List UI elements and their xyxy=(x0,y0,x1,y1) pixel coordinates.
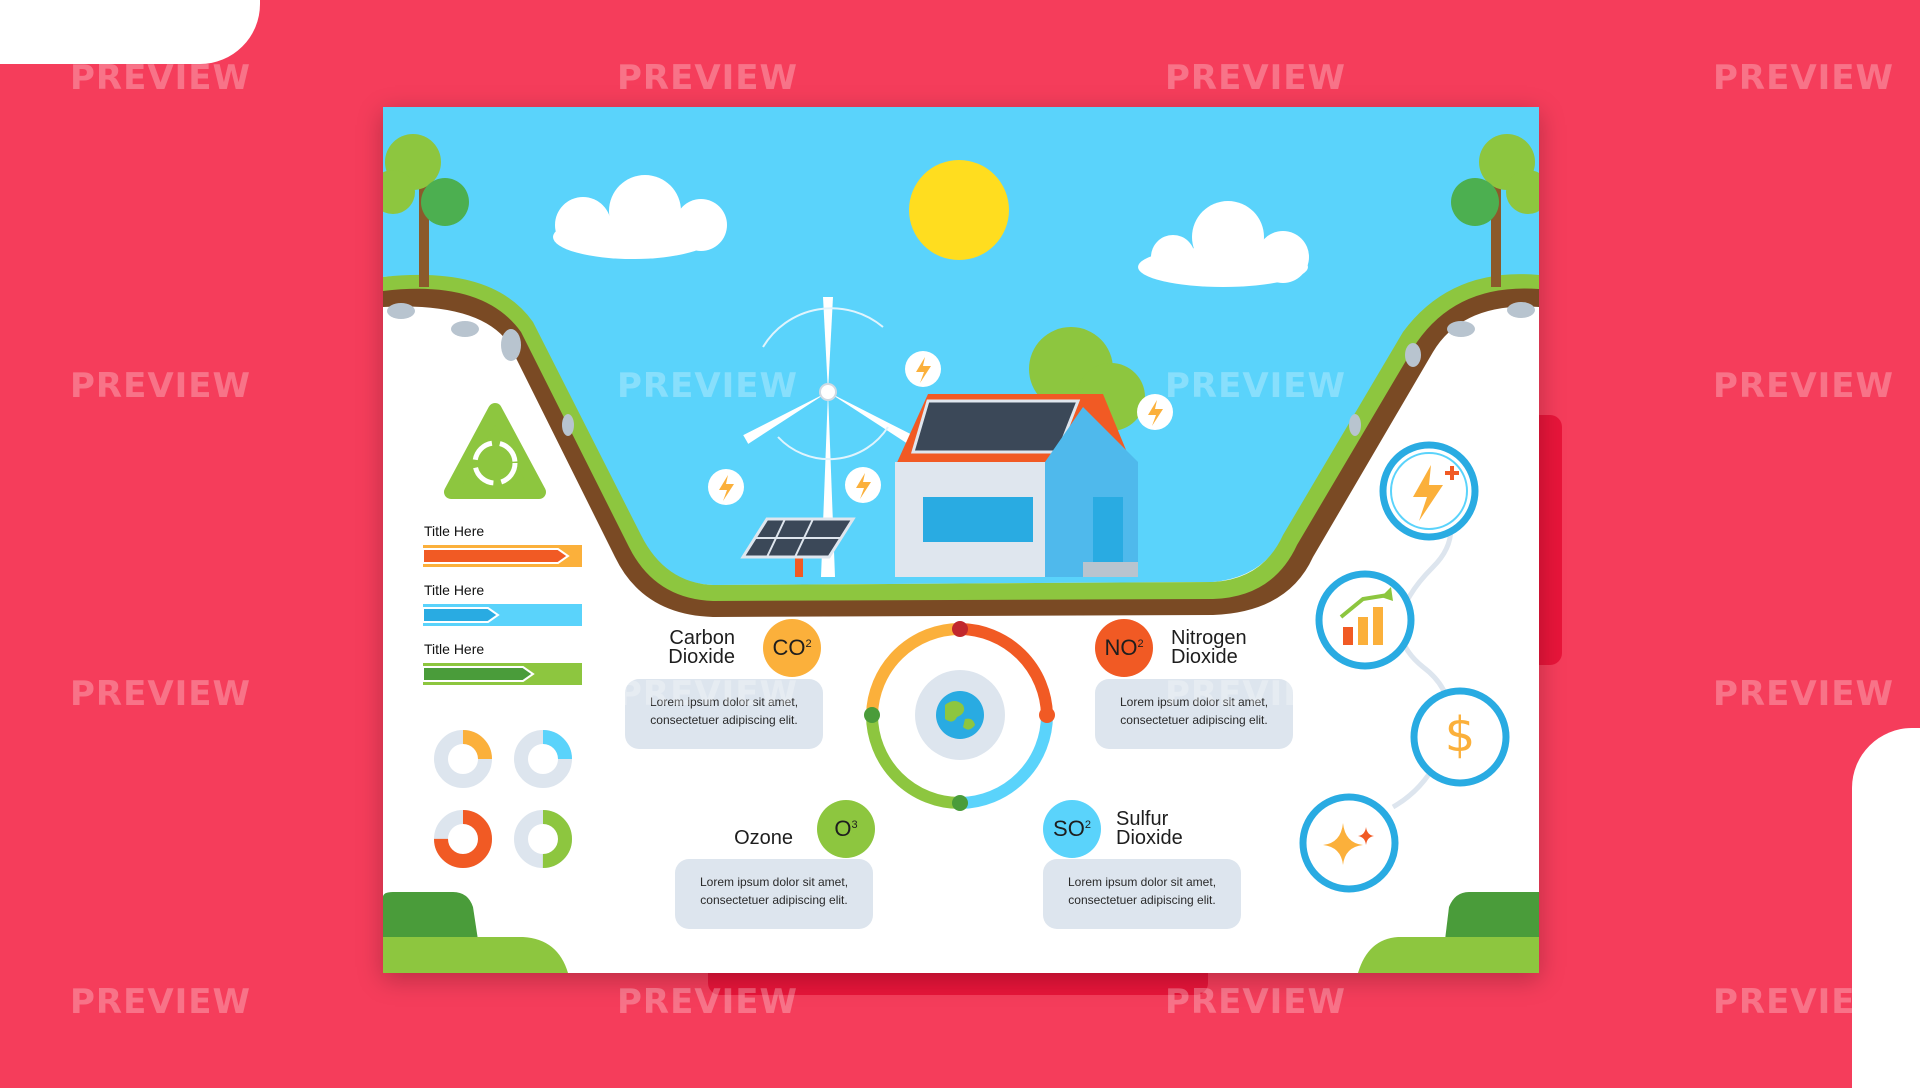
tree-leaves xyxy=(1506,170,1539,214)
watermark: PREVIEW xyxy=(1165,366,1347,406)
desc-so2: Lorem ipsum dolor sit amet, consectetuer… xyxy=(1043,859,1241,929)
right-icons xyxy=(1299,441,1510,893)
watermark: PREVIEW xyxy=(617,366,799,406)
title-bars xyxy=(422,545,582,685)
gas-name-co2: Carbon Dioxide xyxy=(668,627,735,668)
sun-icon xyxy=(909,160,1009,260)
watermark: PREVIEW xyxy=(1713,366,1895,406)
stone xyxy=(1349,414,1361,436)
donut-segment xyxy=(514,810,572,868)
recycle-icon xyxy=(444,403,546,499)
watermark: PREVIEW xyxy=(70,58,252,98)
bar-title-3: Title Here xyxy=(424,641,485,657)
infographic-card: Title Here Title Here Title Here Carbon … xyxy=(383,107,1539,973)
gas-name-o3: Ozone xyxy=(734,827,793,849)
watermark: PREVIEW xyxy=(1713,982,1895,1022)
hill xyxy=(1358,937,1539,973)
donut-segment xyxy=(434,810,492,868)
corner-shape-top-left xyxy=(0,0,260,64)
bar-title-1: Title Here xyxy=(424,523,485,539)
stone xyxy=(1447,321,1475,337)
lightning-bubble-icon xyxy=(708,351,1173,505)
dollar-icon: $ xyxy=(1444,707,1476,763)
stone xyxy=(387,303,415,319)
hill xyxy=(383,937,568,973)
tree-trunk xyxy=(419,177,429,287)
watermark: PREVIEW xyxy=(1165,982,1347,1022)
corner-shape-bottom-right xyxy=(1852,728,1920,1088)
watermark: PREVIEW xyxy=(70,366,252,406)
desc-o3: Lorem ipsum dolor sit amet, consectetuer… xyxy=(675,859,873,929)
donut-charts xyxy=(434,730,572,868)
stone xyxy=(562,414,574,436)
gas-name-so2: Sulfur Dioxide xyxy=(1116,808,1183,849)
stone xyxy=(1507,302,1535,318)
gas-name-no2: Nitrogen Dioxide xyxy=(1171,627,1247,668)
watermark: PREVIEW xyxy=(1713,674,1895,714)
desc-no2: Lorem ipsum dolor sit amet, consectetuer… xyxy=(1095,679,1293,749)
sparkle-icon xyxy=(1299,793,1399,893)
grass-edge xyxy=(383,274,1539,601)
watermark: PREVIEW xyxy=(70,982,252,1022)
stone xyxy=(451,321,479,337)
soil-band xyxy=(383,283,1539,617)
money-circle xyxy=(1410,687,1510,787)
bar-chart-growth-icon xyxy=(1315,570,1415,670)
bar-title-2: Title Here xyxy=(424,582,485,598)
stone xyxy=(501,329,521,361)
donut-segment xyxy=(434,730,492,788)
watermark: PREVIEW xyxy=(617,674,799,714)
watermark: PREVIEW xyxy=(617,982,799,1022)
tree-trunk xyxy=(1491,177,1501,287)
watermark: PREVIEW xyxy=(1713,58,1895,98)
desc-co2: Lorem ipsum dolor sit amet, consectetuer… xyxy=(625,679,823,749)
solar-panel xyxy=(740,517,856,577)
tree-leaves xyxy=(1451,178,1499,226)
solar-house-icon xyxy=(895,394,1138,577)
cloud xyxy=(553,175,727,259)
donut-segment xyxy=(514,730,572,788)
watermark: PREVIEW xyxy=(1165,58,1347,98)
cloud xyxy=(1138,201,1309,287)
scene-illustration xyxy=(383,107,1539,973)
watermark: PREVIEW xyxy=(70,674,252,714)
tree-leaves xyxy=(421,178,469,226)
tree-leaves xyxy=(383,170,415,214)
lightning-plus-icon xyxy=(1379,441,1479,541)
center-ring xyxy=(864,621,1055,811)
watermark: PREVIEW xyxy=(1165,674,1347,714)
watermark: PREVIEW xyxy=(617,58,799,98)
stone xyxy=(1405,343,1421,367)
